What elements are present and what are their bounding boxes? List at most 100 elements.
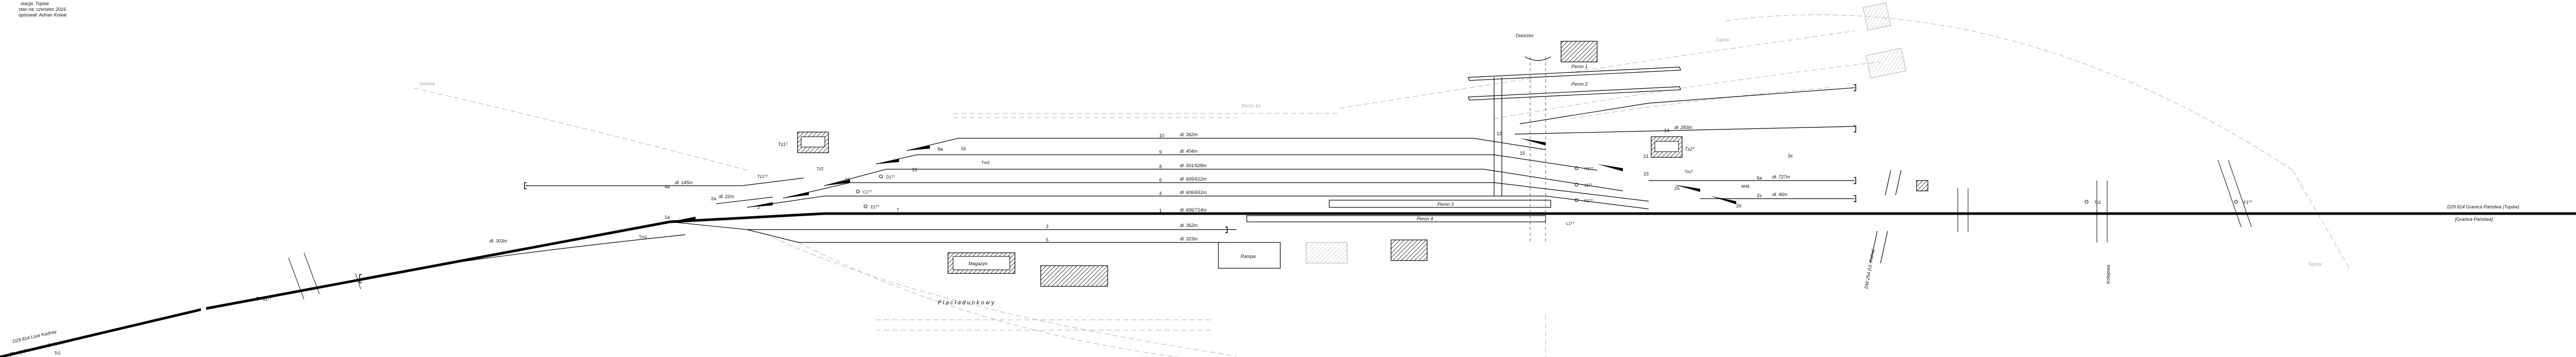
ghost-label-bottom-right: Tupów bbox=[2308, 262, 2322, 267]
platform-2 bbox=[1468, 86, 1681, 101]
switches bbox=[670, 138, 1736, 222]
signal-head-j1 bbox=[1574, 183, 1579, 187]
building-south bbox=[1040, 265, 1108, 287]
track-label-25: 25 bbox=[1674, 186, 1680, 191]
switch-3 bbox=[783, 192, 809, 198]
buffer-stop-3 bbox=[1225, 226, 1228, 233]
buffer-stop-14 bbox=[1854, 125, 1856, 133]
signal-h1: H1ᵀᵀ bbox=[1584, 167, 1594, 171]
switch-10 bbox=[1710, 196, 1736, 204]
signal-f1: F1ᵀᵀ bbox=[2244, 200, 2252, 205]
crossings: DW 254 (Ul. Polna) Kolejowa bbox=[288, 159, 2252, 300]
length-track-2s: dł. 46m bbox=[1772, 192, 1788, 197]
switch-8 bbox=[1597, 164, 1623, 171]
signal-head-k1 bbox=[1574, 198, 1579, 202]
platform-1 bbox=[1468, 67, 1681, 81]
switch-4 bbox=[824, 180, 850, 186]
length-track-6: dł. 605/612m bbox=[1180, 176, 1207, 182]
former-building-3 bbox=[1306, 242, 1348, 264]
signal-c1: C1ᵀᵀ bbox=[863, 190, 872, 194]
track-label-16: 16 bbox=[961, 146, 966, 151]
switch-2 bbox=[747, 202, 773, 207]
signal-box-east-label: Tz2ᵀ bbox=[1685, 147, 1695, 152]
track-label-3: 3 bbox=[1046, 224, 1048, 229]
track-lengths: dł. 362m dł. 404m dł. 501/528m dł. 605/6… bbox=[489, 125, 1790, 244]
former-building-2 bbox=[1865, 47, 1907, 79]
destinations: D29 814 Granica Państwa (Tupów) [Granica… bbox=[9, 204, 2519, 357]
station-building bbox=[1561, 41, 1598, 62]
length-track-16: dł. 727m bbox=[1772, 174, 1790, 180]
length-track-5: dł. 323m bbox=[1180, 236, 1198, 241]
length-track-1: dł. 606/714m bbox=[1180, 207, 1207, 213]
road-crossing-label: DW 254 (Ul. Polna) bbox=[1863, 249, 1875, 289]
signal-box-west-inner bbox=[801, 136, 825, 148]
signal-box-east-inner bbox=[1654, 141, 1679, 152]
buffer-stop-4a bbox=[524, 182, 527, 189]
signal-m48: M48 bbox=[1741, 184, 1750, 189]
track-label-8a: 8a bbox=[938, 147, 943, 152]
platform-2-label: Peron 2 bbox=[1571, 82, 1588, 87]
former-tracks: kadrwa Tupów Tupów Peron 1a bbox=[412, 2, 2350, 357]
header: stacja: Tupów stan na: czerwiec 2016 opi… bbox=[19, 1, 67, 18]
signal-e1: E1ᵀᵀ bbox=[871, 205, 879, 209]
length-track-4: dł. 606/651m bbox=[1180, 190, 1207, 195]
signal-d1: D1ᵀᵀ bbox=[886, 175, 895, 180]
ghost-label-left: kadrwa bbox=[420, 81, 435, 86]
destination-right: D29 814 Granica Państwa (Tupów) bbox=[2447, 204, 2519, 209]
buffer-stop-3a bbox=[359, 274, 362, 283]
track-label-8: 8 bbox=[1159, 164, 1162, 169]
warehouse-label-box bbox=[953, 256, 1010, 270]
track-label-12: 12 bbox=[1497, 131, 1502, 136]
track-label-7: 7 bbox=[896, 207, 899, 213]
signal-head-h1 bbox=[1574, 166, 1579, 170]
signal-j1: J1ᵀᵀ bbox=[1584, 183, 1592, 188]
track-label-26: 26 bbox=[1736, 203, 1741, 208]
track-label-9: 9 bbox=[1159, 150, 1162, 155]
signal-tm1: Tm1 bbox=[639, 235, 648, 239]
track-label-5: 5 bbox=[1046, 237, 1048, 242]
signal-head-c1 bbox=[856, 189, 860, 193]
switch-6 bbox=[907, 145, 930, 151]
track-label-2a: 2a bbox=[711, 196, 716, 201]
track-label-13: 13 bbox=[912, 167, 917, 172]
track-label-1: 1 bbox=[1159, 208, 1162, 213]
signal-head-e1 bbox=[863, 204, 868, 208]
rail-crossing-label: Kolejowa bbox=[2106, 265, 2111, 284]
track-label-6: 6 bbox=[1159, 177, 1162, 183]
switch-7 bbox=[1520, 138, 1546, 145]
station-tracks bbox=[360, 87, 1855, 279]
destination-left: D29 814 Lisie Kadrwy bbox=[12, 329, 57, 344]
buffer-stops bbox=[359, 84, 1856, 283]
track-label-23: 23 bbox=[1643, 171, 1649, 176]
signal-head-to2 bbox=[2084, 200, 2089, 204]
signal-box-west-label: Tz1ᵀ bbox=[778, 142, 788, 147]
hut-east bbox=[1916, 180, 1928, 191]
ghost-label-top-right: Tupów bbox=[1716, 37, 1730, 42]
track-label-2s: 2s bbox=[1757, 193, 1762, 198]
track-label-5a: 5a bbox=[1757, 175, 1762, 181]
signal-tm2: Tm2 bbox=[981, 160, 990, 165]
signal-tz2: Tz2 bbox=[817, 167, 824, 171]
header-state: stan na: czerwiec 2016 bbox=[19, 7, 66, 12]
signal-head-d1 bbox=[879, 174, 883, 178]
former-building-1 bbox=[1862, 2, 1891, 31]
track-label-10: 10 bbox=[1159, 133, 1164, 138]
track-label-11: 11 bbox=[845, 177, 850, 182]
track-label-15: 15 bbox=[1520, 151, 1525, 156]
buffer-stop-north bbox=[1854, 84, 1856, 91]
building-south-east bbox=[1391, 239, 1428, 261]
signal-to1: To1 bbox=[54, 351, 61, 355]
length-track-14: dł. 283m bbox=[1674, 125, 1692, 130]
track-label-1a: 1a bbox=[665, 215, 670, 220]
track-label-4: 4 bbox=[1159, 191, 1162, 196]
buffer-stop-16 bbox=[1854, 177, 1856, 184]
length-track-4a: dł. 145m bbox=[675, 180, 693, 185]
track-label-21: 21 bbox=[1643, 154, 1649, 159]
station-building-label: Dworzec bbox=[1516, 33, 1534, 38]
track-label-14: 14 bbox=[1664, 128, 1669, 133]
signal-tz1: Tz1ᵀᵀ bbox=[757, 174, 768, 179]
switch-9 bbox=[1674, 185, 1700, 192]
header-station: stacja: Tupów bbox=[21, 1, 49, 6]
platforms: Peron 1 Peron 2 Peron 3 Peron 4 bbox=[1246, 64, 1681, 222]
station-area: Dworzec bbox=[1494, 33, 1598, 242]
